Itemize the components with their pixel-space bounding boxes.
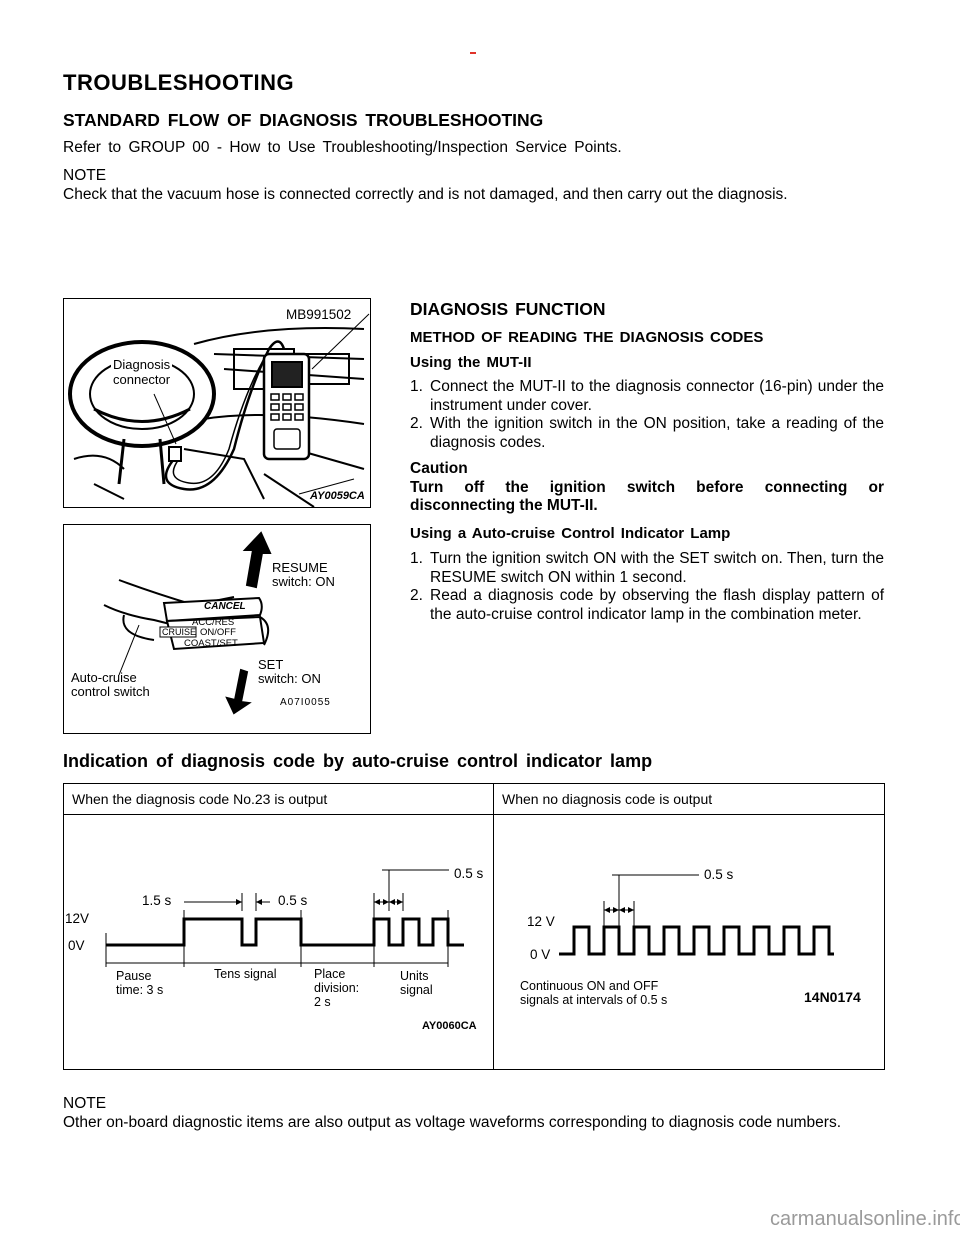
time-short-label: 0.5 s [278, 893, 308, 908]
tens-label: Tens signal [214, 967, 277, 981]
waveform-table: When the diagnosis code No.23 is output … [63, 783, 885, 1070]
place-label-1: Place [314, 967, 346, 981]
connector-label-2: connector [111, 372, 173, 387]
set-label-1: SET [258, 657, 284, 672]
lamp-steps-list: 1.Turn the ignition switch ON with the S… [410, 550, 884, 624]
switch-label-1: Auto-cruise [71, 670, 137, 685]
caution-label: Caution [410, 460, 468, 477]
indication-title: Indication of diagnosis code by auto-cru… [63, 751, 653, 771]
tool-label: MB991502 [286, 307, 352, 322]
dashboard-illustration [68, 313, 370, 507]
resume-label-1: RESUME [272, 560, 328, 575]
col-header-code-23: When the diagnosis code No.23 is output [63, 783, 494, 815]
mut-step-1: 1.Connect the MUT-II to the diagnosis co… [410, 378, 884, 414]
v12-label-left: 12V [65, 911, 90, 926]
v0-label-right: 0 V [530, 947, 551, 962]
note-label: NOTE [63, 167, 107, 184]
caution-line-1: Turn off the ignition switch before conn… [410, 479, 884, 496]
pause-label-2: time: 3 s [116, 983, 164, 997]
using-mut-title: Using the MUT-II [410, 354, 532, 371]
reference-text: Refer to GROUP 00 - How to Use Troublesh… [63, 139, 622, 156]
figure-mut-connection: MB991502 Diagnosis connector AY0059CA [63, 298, 371, 508]
footer-watermark: carmanualsonline.info [770, 1208, 960, 1230]
place-label-3: 2 s [314, 995, 331, 1009]
lamp-step-2: 2.Read a diagnosis code by observing the… [410, 587, 884, 623]
lamp-step-1: 1.Turn the ignition switch ON with the S… [410, 550, 884, 586]
table-code-left: AY0060CA [422, 1020, 477, 1032]
place-label-2: division: [314, 981, 360, 995]
lever-cruise-text: CRUISE [162, 627, 196, 637]
lever-cancel-text: CANCEL [204, 601, 246, 612]
v12-label-right: 12 V [527, 914, 555, 929]
waveform-no-code [559, 874, 834, 956]
switch-label-2: control switch [71, 684, 150, 699]
waveform-code-23 [105, 869, 464, 967]
desc-label-1: Continuous ON and OFF [520, 979, 659, 993]
waveform-no-code-cell: 0.5 s 12 V 0 V Continuous ON and OFF sig… [493, 814, 885, 1070]
page-title: TROUBLESHOOTING [63, 70, 295, 95]
lever-coast-text: COAST/SET [184, 638, 238, 649]
figure-code: AY0059CA [310, 490, 365, 502]
diagnosis-function-title: DIAGNOSIS FUNCTION [410, 299, 606, 319]
table-code-right: 14N0174 [804, 989, 861, 1005]
v0-label-left: 0V [68, 938, 85, 953]
section-title-standard-flow: STANDARD FLOW OF DIAGNOSIS TROUBLESHOOTI… [63, 110, 544, 130]
mut-step-2: 2.With the ignition switch in the ON pos… [410, 415, 884, 451]
caution-line-2: disconnecting the MUT-II. [410, 497, 598, 514]
switch-illustration: CANCEL ACC/RES CRUISE ON/OFF COAST/SET [103, 531, 272, 715]
figure2-code: A07I0055 [280, 697, 331, 708]
resume-label-2: switch: ON [272, 574, 335, 589]
time-pause-label: 1.5 s [142, 893, 172, 908]
col-header-no-code: When no diagnosis code is output [493, 783, 885, 815]
units-label-2: signal [400, 983, 433, 997]
set-label-2: switch: ON [258, 671, 321, 686]
method-title: METHOD OF READING THE DIAGNOSIS CODES [410, 329, 764, 346]
time-units-label: 0.5 s [454, 866, 484, 881]
bottom-note-label: NOTE [63, 1095, 107, 1112]
figure-cruise-switch: CANCEL ACC/RES CRUISE ON/OFF COAST/SET R… [63, 524, 371, 734]
bottom-note-text: Other on-board diagnostic items are also… [63, 1114, 842, 1131]
pause-label-1: Pause [116, 969, 152, 983]
using-lamp-title: Using a Auto-cruise Control Indicator La… [410, 525, 731, 542]
time-label-right: 0.5 s [704, 867, 734, 882]
mut-steps-list: 1.Connect the MUT-II to the diagnosis co… [410, 378, 884, 452]
waveform-code-23-cell: 12V 0V 1.5 s 0.5 s 0.5 s Pause time: 3 s… [63, 814, 494, 1070]
lever-acc-text: ACC/RES [192, 617, 234, 628]
note-text: Check that the vacuum hose is connected … [63, 186, 788, 203]
connector-label-1: Diagnosis [111, 357, 173, 372]
page-mark [470, 52, 476, 54]
desc-label-2: signals at intervals of 0.5 s [520, 993, 668, 1007]
units-label-1: Units [400, 969, 429, 983]
lever-onoff-text: ON/OFF [200, 627, 236, 638]
